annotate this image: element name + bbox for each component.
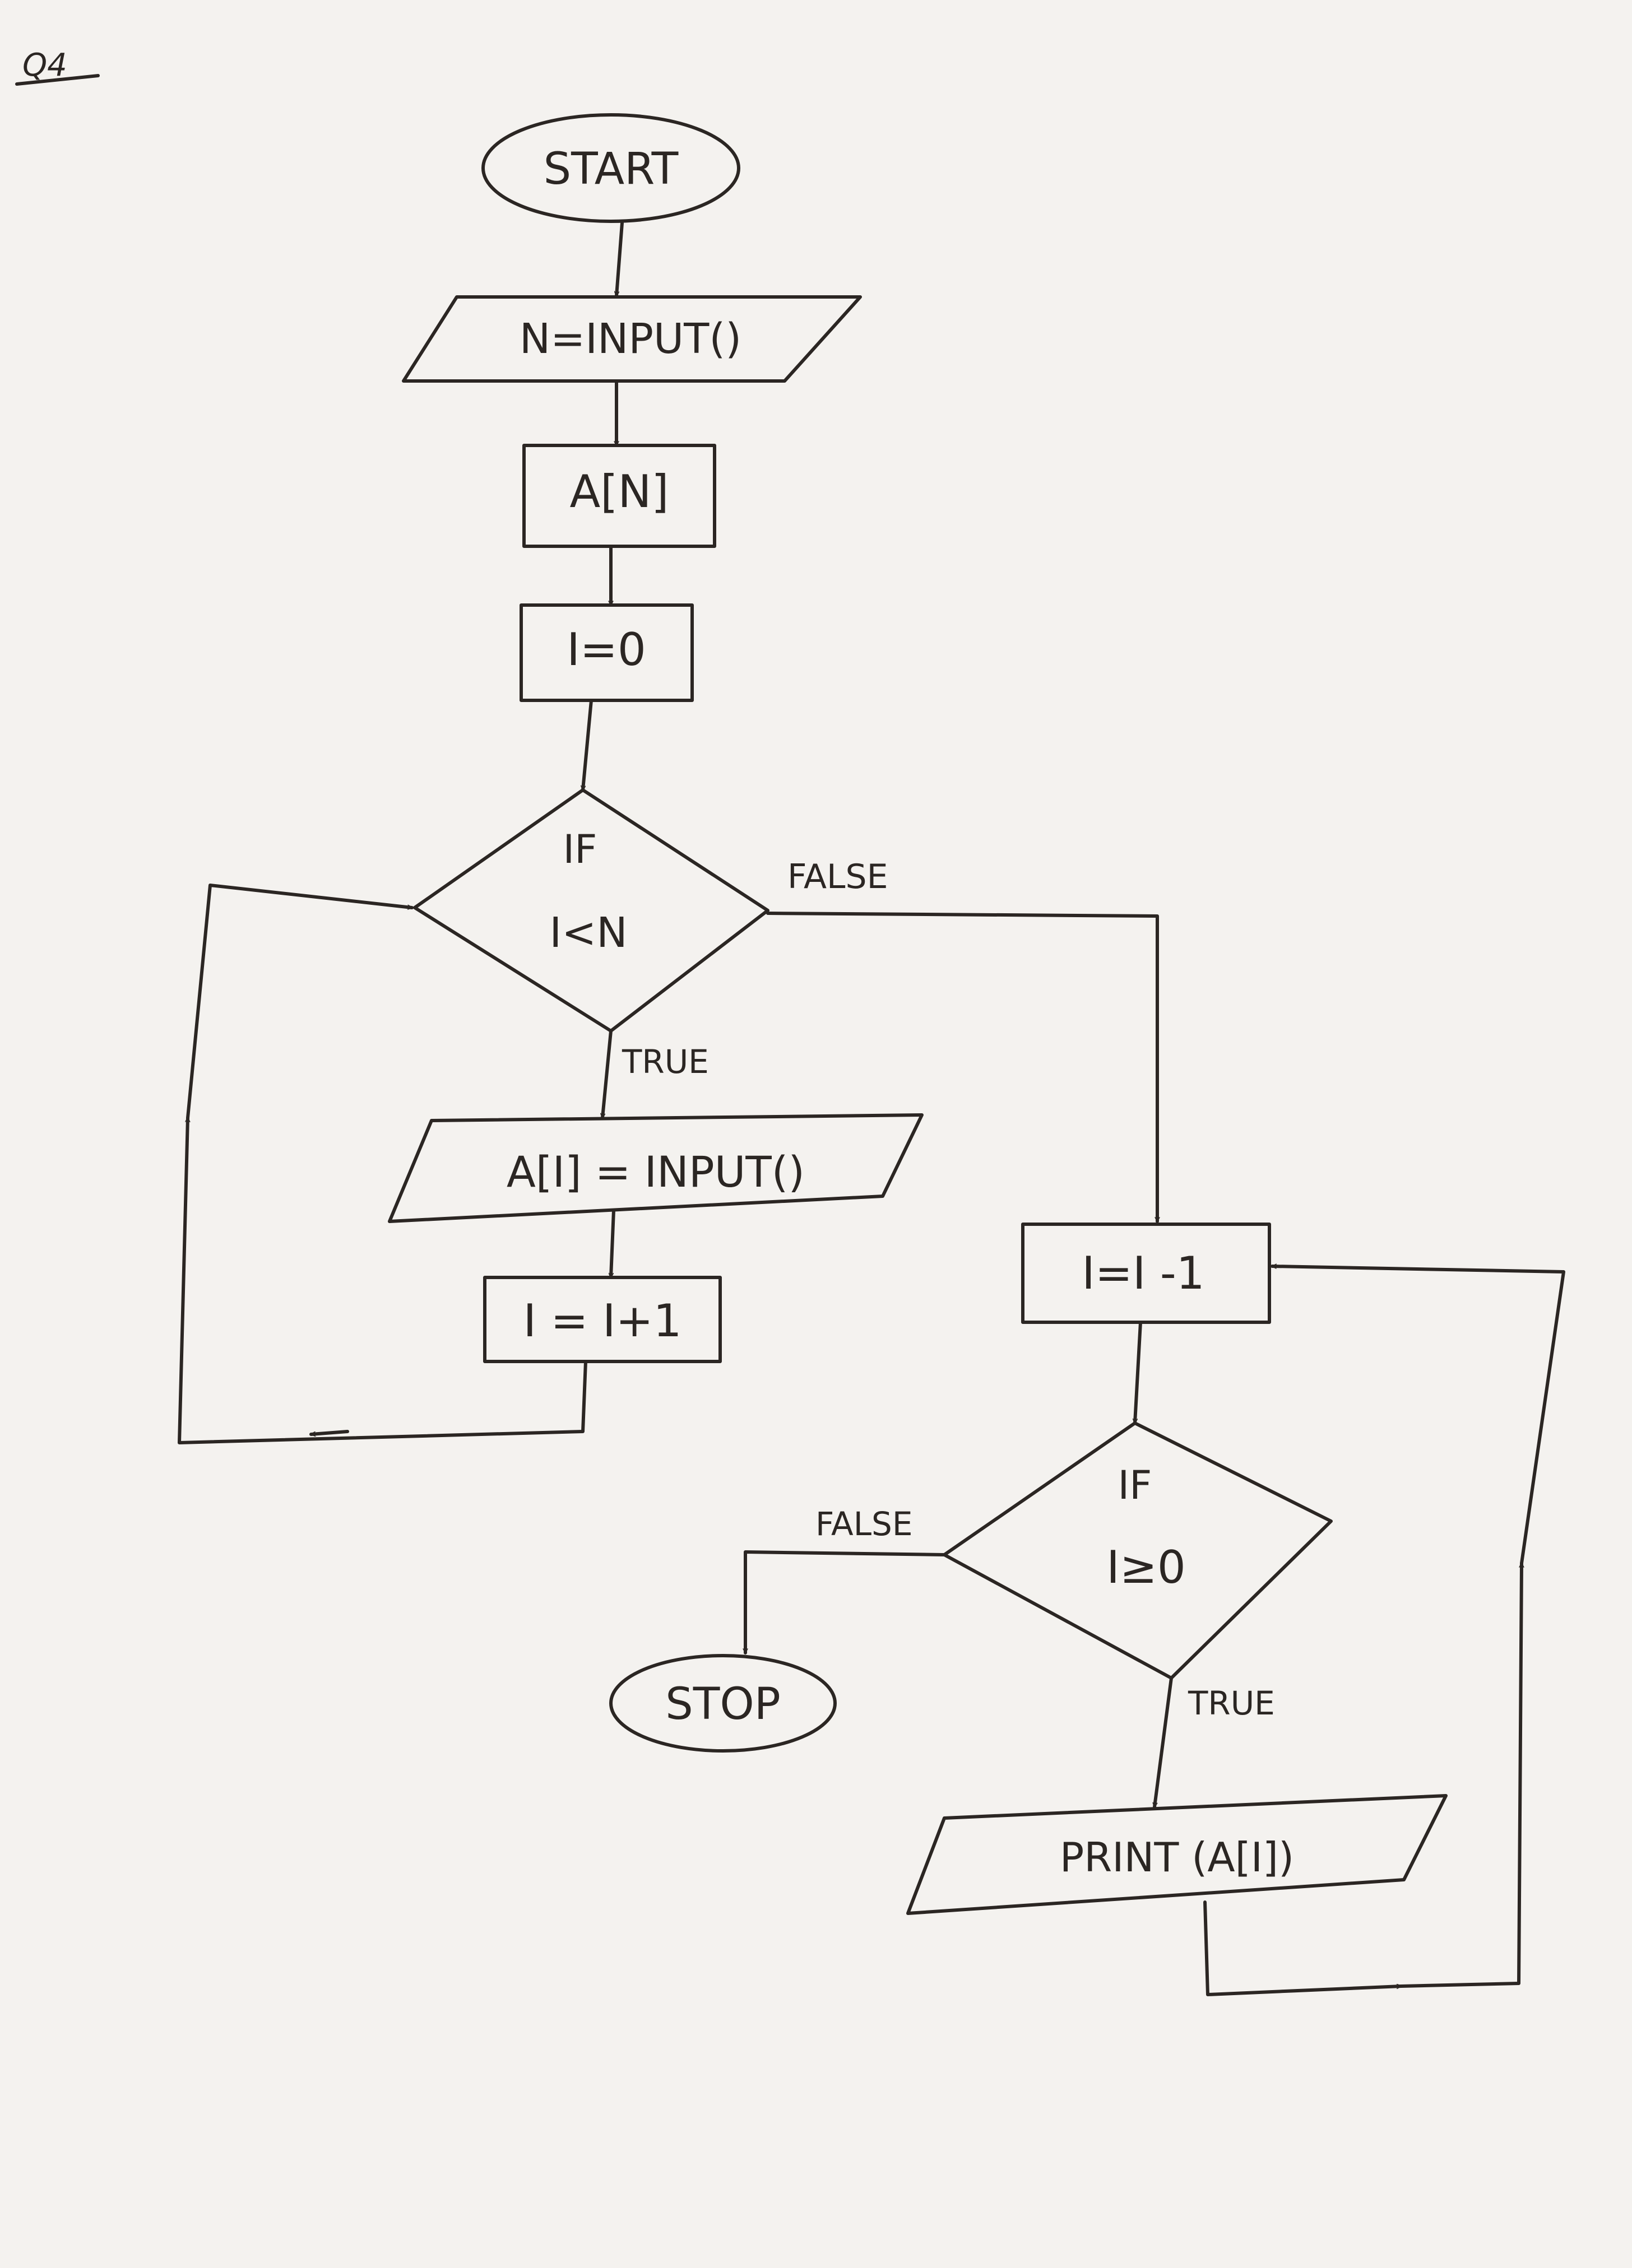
increment-label: I = I+1 <box>523 1295 681 1347</box>
cond1-false-label: FALSE <box>787 857 888 896</box>
arrow-cond1-true-to-input <box>602 1029 613 1119</box>
decrement-box <box>1021 1223 1271 1324</box>
input-n-box <box>402 295 862 383</box>
start-label: START <box>544 144 679 194</box>
cond1-true-label: TRUE <box>622 1043 709 1081</box>
arrow-cond2-false-to-stop <box>745 1550 946 1654</box>
loop-back-line <box>178 1116 587 1444</box>
input-ai-box <box>388 1113 924 1223</box>
array-decl-label: A[N] <box>570 466 669 518</box>
print-box <box>906 1794 1448 1915</box>
corner-underline <box>15 74 100 86</box>
print-label: PRINT (A[I]) <box>1060 1834 1294 1881</box>
init-i-label: I=0 <box>567 624 646 676</box>
stop-terminal <box>609 1654 837 1753</box>
decrement-label: I=I -1 <box>1082 1247 1204 1299</box>
arrow-loop-to-decrement <box>1271 1266 1565 1565</box>
print-loop-bottom <box>1203 1900 1403 1996</box>
cond2-if-label: IF <box>1118 1462 1152 1508</box>
loop-direction-mark <box>309 1430 349 1434</box>
arrow-loop-to-cond1 <box>186 884 414 1119</box>
corner-mark: Q4 <box>22 47 67 83</box>
array-decl-box <box>522 444 716 548</box>
input-ai-label: A[I] = INPUT() <box>507 1147 805 1197</box>
arrow-cond2-true-to-print <box>1155 1676 1173 1809</box>
stop-label: STOP <box>665 1679 781 1730</box>
print-loop-right <box>1399 1561 1522 1988</box>
arrow-init-to-cond1 <box>583 699 593 792</box>
cond1-if-label: IF <box>563 826 597 872</box>
cond2-false-label: FALSE <box>815 1505 913 1543</box>
input-n-label: N=INPUT() <box>520 315 741 363</box>
cond1-expr-label: I<N <box>549 909 627 957</box>
arrow-input-to-increment <box>611 1209 615 1279</box>
arrow-decrement-to-cond2 <box>1135 1321 1142 1425</box>
init-i-box <box>520 603 694 702</box>
start-terminal <box>481 113 740 223</box>
cond2-true-label: TRUE <box>1188 1684 1275 1722</box>
cond2-expr-label: I≥0 <box>1106 1541 1186 1593</box>
arrow-start-to-input <box>616 221 624 298</box>
increment-box <box>483 1276 722 1363</box>
arrow-cond1-false-to-decrement <box>766 912 1157 1223</box>
